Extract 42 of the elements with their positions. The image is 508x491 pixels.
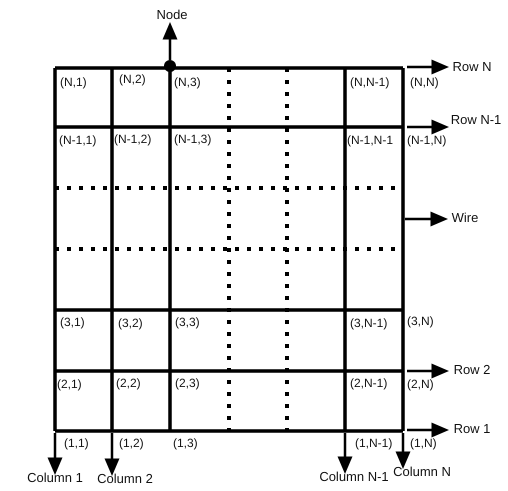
cell-label: (1,3)	[173, 436, 198, 450]
cell-label: (N-1,3)	[174, 132, 212, 146]
cell-label: (3,1)	[60, 315, 85, 329]
cell-label: (2,N-1)	[350, 376, 388, 390]
cell-label: (3,N)	[407, 314, 434, 328]
arrow	[48, 433, 62, 475]
cell-label: (2,3)	[175, 376, 200, 390]
arrow	[396, 433, 410, 469]
arrow	[407, 120, 449, 134]
cell-label: (N-1,1)	[59, 133, 96, 147]
node-label: Row 1	[446, 422, 498, 436]
node-label: Row N	[446, 60, 498, 74]
arrow	[407, 60, 449, 74]
cell-label: (2,2)	[116, 376, 141, 390]
node-label: Row N-1	[446, 113, 506, 127]
arrow	[407, 422, 449, 438]
cell-label: (1,N)	[410, 436, 437, 450]
cell-label: (3,2)	[118, 316, 143, 330]
cell-label: (2,N)	[407, 377, 434, 391]
cell-label: (N,3)	[174, 75, 201, 89]
cell-label: (1,2)	[119, 436, 144, 450]
cell-label: (3,N-1)	[350, 316, 388, 330]
cell-label: (N-1,N)	[407, 133, 446, 147]
arrow	[407, 364, 449, 378]
node-label: Row 2	[446, 363, 498, 377]
cell-label: (N-1,2)	[114, 132, 152, 146]
cell-label: (1,1)	[64, 436, 89, 450]
cell-label: (N-1,N-1	[347, 133, 394, 147]
node-label: Wire	[445, 211, 485, 225]
cell-label: (2,1)	[57, 377, 82, 391]
cell-label: (N,2)	[119, 72, 146, 86]
arrow	[162, 22, 178, 60]
cell-label: (3,3)	[175, 315, 200, 329]
cell-label: (N,N-1)	[350, 75, 390, 89]
node-dot	[164, 60, 176, 72]
cell-label: (1,N-1)	[355, 436, 392, 450]
arrow	[405, 212, 448, 226]
arrow	[104, 433, 120, 476]
cell-label: (N,N)	[410, 75, 439, 89]
cell-label: (N,1)	[60, 75, 87, 89]
arrow	[338, 433, 352, 474]
node-label: Node	[152, 8, 192, 22]
